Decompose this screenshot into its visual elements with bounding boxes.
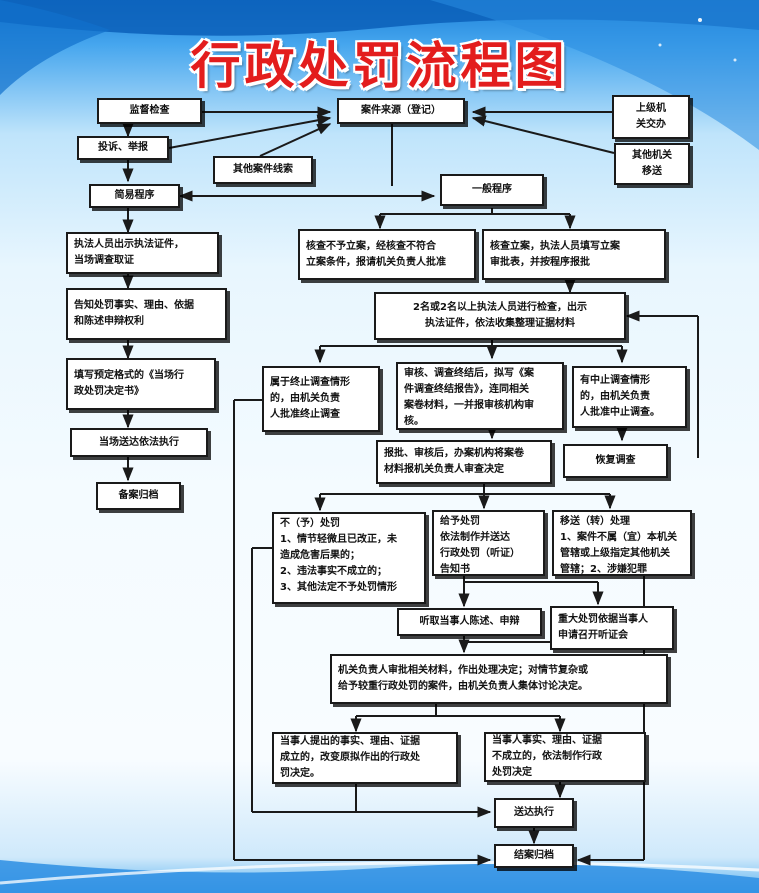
investigate-box: 2名或2名以上执法人员进行检查，出示 执法证件，依法收集整理证据材料 bbox=[374, 292, 626, 340]
keep-decision-box: 当事人事实、理由、证据 不成立的，依法制作行政 处罚决定 bbox=[484, 732, 646, 782]
not-register-box: 核查不予立案，经核查不符合 立案条件，报请机关负责人批准 bbox=[298, 229, 476, 280]
supervision-box: 监督检查 bbox=[97, 98, 202, 124]
no-penalty-box: 不（予）处罚 1、情节轻微且已改正，未 造成危害后果的； 2、违法事实不成立的；… bbox=[272, 512, 426, 604]
hearing-box: 重大处罚依据当事人 申请召开听证会 bbox=[550, 606, 674, 650]
deliver-execute-box: 送达执行 bbox=[494, 798, 574, 828]
superior-assign-box: 上级机 关交办 bbox=[612, 95, 690, 139]
transfer-handling-box: 移送（转）处理 1、案件不属（宜）本机关 管辖或上级指定其他机关 管辖；2、涉嫌… bbox=[552, 510, 692, 576]
leader-decide-box: 机关负责人审批相关材料，作出处理决定；对情节复杂或 给予较重行政处罚的案件，由机… bbox=[330, 654, 668, 704]
other-transfer-box: 其他机关 移送 bbox=[614, 143, 690, 185]
resume-investigation-box: 恢复调查 bbox=[563, 444, 668, 478]
simple-procedure-box: 简易程序 bbox=[89, 184, 180, 208]
case-source-box: 案件来源（登记） bbox=[337, 98, 465, 124]
complaint-box: 投诉、举报 bbox=[77, 136, 169, 160]
review-report-box: 审核、调查终结后，拟写《案 件调查终结报告》，连同相关 案卷材料，一并报审核机构… bbox=[396, 362, 564, 430]
give-penalty-box: 给予处罚 依法制作并送达 行政处罚（听证） 告知书 bbox=[432, 510, 545, 576]
fill-decision-box: 填写预定格式的《当场行 政处罚决定书》 bbox=[66, 358, 216, 410]
change-decision-box: 当事人提出的事实、理由、证据 成立的，改变原拟作出的行政处 罚决定。 bbox=[272, 732, 458, 784]
register-box: 核查立案，执法人员填写立案 审批表，并按程序报批 bbox=[482, 229, 666, 280]
archive-simple-box: 备案归档 bbox=[96, 482, 181, 510]
archive-final-box: 结案归档 bbox=[494, 844, 574, 868]
approve-review-box: 报批、审核后，办案机构将案卷 材料报机关负责人审查决定 bbox=[376, 440, 552, 484]
terminate-investigation-box: 属于终止调查情形 的，由机关负责 人批准终止调查 bbox=[262, 366, 380, 432]
inform-rights-box: 告知处罚事实、理由、依据 和陈述申辩权利 bbox=[66, 288, 227, 340]
show-id-box: 执法人员出示执法证件， 当场调查取证 bbox=[66, 232, 219, 274]
general-procedure-box: 一般程序 bbox=[440, 174, 544, 206]
page-title: 行政处罚流程图 bbox=[190, 37, 569, 95]
other-clues-box: 其他案件线索 bbox=[213, 156, 313, 184]
suspend-investigation-box: 有中止调查情形 的，由机关负责 人批准中止调查。 bbox=[572, 366, 687, 428]
deliver-onsite-box: 当场送达依法执行 bbox=[70, 428, 208, 457]
hear-statement-box: 听取当事人陈述、申辩 bbox=[397, 608, 542, 636]
